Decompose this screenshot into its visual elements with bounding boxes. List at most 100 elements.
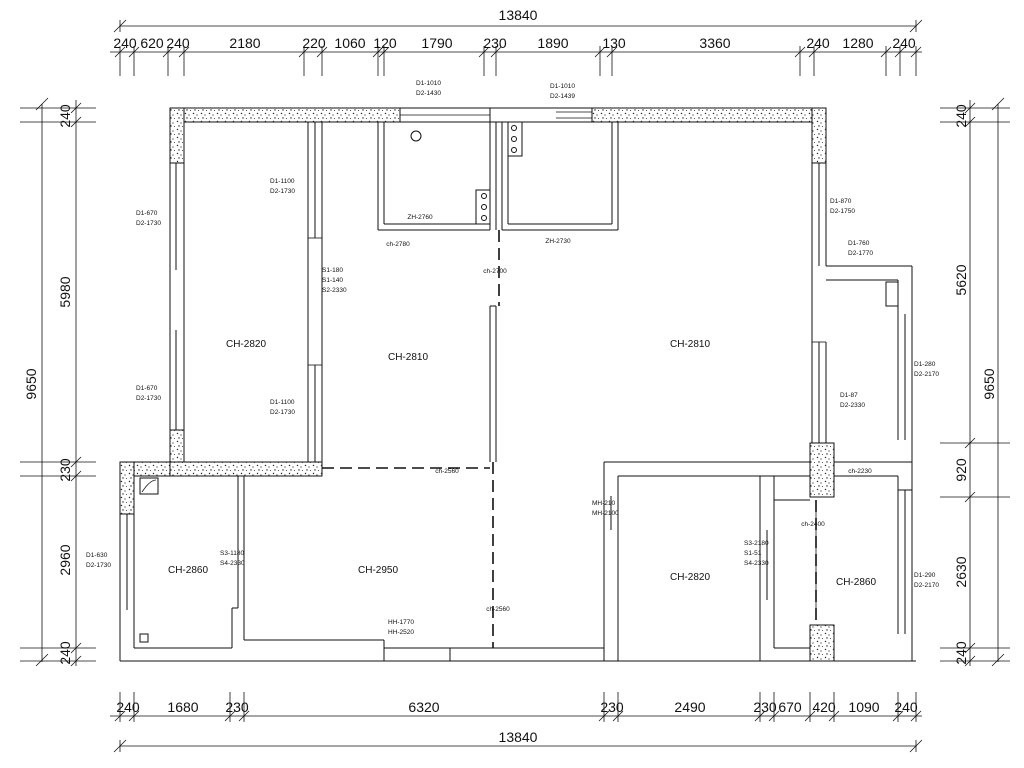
dimension-tick xyxy=(894,46,906,58)
dimension-tick xyxy=(128,46,140,58)
annot-ch-3: ch-2560 xyxy=(435,468,459,475)
note-mid1-b: D2-1730 xyxy=(270,188,295,195)
dimension-tick xyxy=(70,655,82,667)
annot-ch-2: ch-2700 xyxy=(483,268,507,275)
top-dim-4: 2180 xyxy=(229,35,260,51)
right-dim-1: 240 xyxy=(953,104,969,128)
dimension-tick xyxy=(612,710,624,722)
dimension-tick xyxy=(964,491,976,503)
left-dim-2: 5980 xyxy=(57,276,73,307)
dimension-tick xyxy=(892,710,904,722)
note-door-a: HH-1770 xyxy=(388,619,414,626)
dimension-tick xyxy=(910,710,922,722)
room-label-bedroom-left: CH-2820 xyxy=(226,339,266,350)
dimension-tick xyxy=(808,46,820,58)
bottom-dim-8: 670 xyxy=(778,699,802,715)
dimension-tick xyxy=(490,46,502,58)
note-mid3-a: S1-180 xyxy=(322,267,343,274)
note-left2-b: D2-1730 xyxy=(136,395,161,402)
dimension-tick xyxy=(70,456,82,468)
note-mid2-b: D2-1730 xyxy=(270,409,295,416)
note-top2-b: D2-1439 xyxy=(550,93,575,100)
note-right1-a: D1-870 xyxy=(830,198,852,205)
bottom-dim-3: 230 xyxy=(225,699,249,715)
note-left1-b: D2-1730 xyxy=(136,220,161,227)
dimension-tick xyxy=(70,642,82,654)
annot-zh-left: ZH-2760 xyxy=(407,214,433,221)
dimension-tick xyxy=(70,470,82,482)
dimension-tick xyxy=(224,710,236,722)
annot-ch-6: ch-2230 xyxy=(848,468,872,475)
bottom-total-dimension: 13840 xyxy=(499,729,538,745)
note-top1-a: D1-1010 xyxy=(416,80,441,87)
right-dim-3: 920 xyxy=(953,458,969,482)
dimension-tick xyxy=(162,46,174,58)
dimension-tick xyxy=(594,46,606,58)
bottom-dim-1: 240 xyxy=(116,699,140,715)
dimension-tick xyxy=(70,102,82,114)
height-annotations: ZH-2760 ZH-2730 ch-2780 ch-2700 ch-2560 … xyxy=(386,214,872,613)
note-low3-c: S4-2330 xyxy=(744,560,769,567)
left-dim-5: 240 xyxy=(57,641,73,665)
bottom-dim-2: 1680 xyxy=(167,699,198,715)
top-dim-13: 240 xyxy=(806,35,830,51)
bottom-dim-9: 420 xyxy=(812,699,836,715)
top-total-dimension: 13840 xyxy=(499,7,538,23)
note-mid3-c: S2-2330 xyxy=(322,287,347,294)
top-dim-12: 3360 xyxy=(699,35,730,51)
dimension-tick xyxy=(880,46,892,58)
bottom-dim-4: 6320 xyxy=(408,699,439,715)
annot-zh-right: ZH-2730 xyxy=(545,238,571,245)
dimension-tick xyxy=(964,437,976,449)
dimension-tick xyxy=(316,46,328,58)
room-label-dining: CH-2950 xyxy=(358,565,398,576)
bottom-dimensions: 240 1680 230 6320 230 2490 230 670 420 1… xyxy=(110,692,923,753)
note-low2-a: MH-210 xyxy=(592,500,616,507)
dimension-tick xyxy=(478,46,490,58)
dimension-tick xyxy=(804,710,816,722)
bottom-dim-6: 2490 xyxy=(674,699,705,715)
bottom-dim-7: 230 xyxy=(753,699,777,715)
room-label-corner-right: CH-2860 xyxy=(836,577,876,588)
note-mid3-b: S1-140 xyxy=(322,277,343,284)
top-dimensions: 13840 240 620 240 2180 220 1060 120 1790… xyxy=(110,7,923,76)
dimension-tick xyxy=(910,46,922,58)
dimension-tick xyxy=(378,46,390,58)
right-dimensions: 9650 240 5620 920 2630 240 xyxy=(940,97,1010,667)
note-right4-b: D2-2330 xyxy=(840,402,865,409)
note-top1-b: D2-1430 xyxy=(416,90,441,97)
note-right3-b: D2-2170 xyxy=(914,371,939,378)
dimension-tick xyxy=(70,116,82,128)
note-low4-b: D2-2170 xyxy=(914,582,939,589)
room-label-small-left: CH-2860 xyxy=(168,565,208,576)
note-right4-a: D1-87 xyxy=(840,392,858,399)
left-dimensions: 9650 240 5980 230 2960 240 xyxy=(20,97,96,667)
top-dim-6: 1060 xyxy=(334,35,365,51)
dimension-tick xyxy=(964,116,976,128)
dimension-tick xyxy=(128,710,140,722)
bottom-dim-5: 230 xyxy=(600,699,624,715)
note-low1-a: S3-1180 xyxy=(220,550,244,557)
note-right3-a: D1-280 xyxy=(914,361,936,368)
note-low4-a: D1-290 xyxy=(914,572,936,579)
right-dim-4: 2630 xyxy=(953,556,969,587)
note-right2-a: D1-760 xyxy=(848,240,870,247)
top-dim-14: 1280 xyxy=(842,35,873,51)
top-dim-7: 120 xyxy=(373,35,397,51)
dimension-tick xyxy=(372,46,384,58)
top-dim-15: 240 xyxy=(892,35,916,51)
room-label-bedroom-lower: CH-2820 xyxy=(670,572,710,583)
dimension-tick xyxy=(178,46,190,58)
note-door-b: HH-2520 xyxy=(388,629,414,636)
right-dim-5: 240 xyxy=(953,641,969,665)
dimension-tick xyxy=(964,102,976,114)
room-labels: CH-2820 CH-2810 CH-2810 CH-2860 CH-2950 … xyxy=(168,339,876,588)
dimension-tick xyxy=(606,46,618,58)
bottom-dim-10: 1090 xyxy=(848,699,879,715)
dimension-tick xyxy=(794,46,806,58)
note-low3-a: S3-2180 xyxy=(744,540,769,547)
dimension-tick xyxy=(964,642,976,654)
dimension-tick xyxy=(754,710,766,722)
dimension-tick xyxy=(238,710,250,722)
note-left3-a: D1-630 xyxy=(86,552,108,559)
